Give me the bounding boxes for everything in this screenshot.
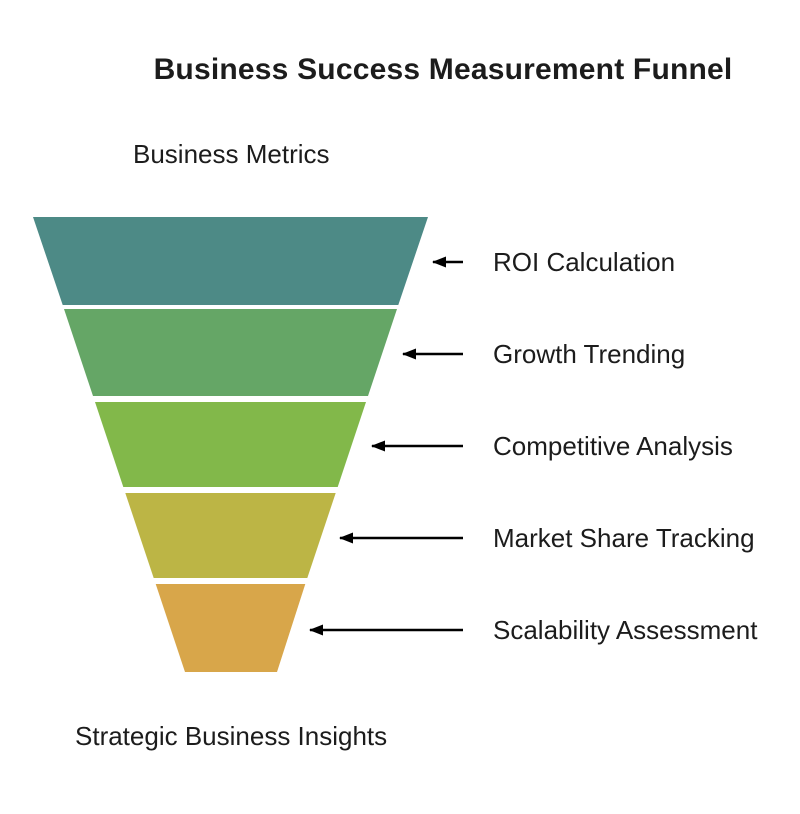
- stage-label-roi-calculation: ROI Calculation: [493, 247, 676, 277]
- stage-label-competitive-analysis: Competitive Analysis: [493, 431, 733, 461]
- stage-label-scalability-assessment: Scalability Assessment: [493, 615, 758, 645]
- funnel-segment-roi-calculation: [33, 217, 428, 305]
- funnel-top-label: Business Metrics: [133, 139, 330, 169]
- funnel-segment-growth-trending: [64, 309, 397, 396]
- funnel-segment-scalability-assessment: [155, 584, 306, 672]
- funnel-bottom-label: Strategic Business Insights: [75, 721, 388, 751]
- funnel-segment-market-share-tracking: [125, 493, 336, 578]
- stage-label-growth-trending: Growth Trending: [493, 339, 686, 369]
- page-title: Business Success Measurement Funnel: [153, 53, 733, 86]
- funnel-segment-competitive-analysis: [95, 402, 366, 487]
- stage-label-market-share-tracking: Market Share Tracking: [493, 523, 755, 553]
